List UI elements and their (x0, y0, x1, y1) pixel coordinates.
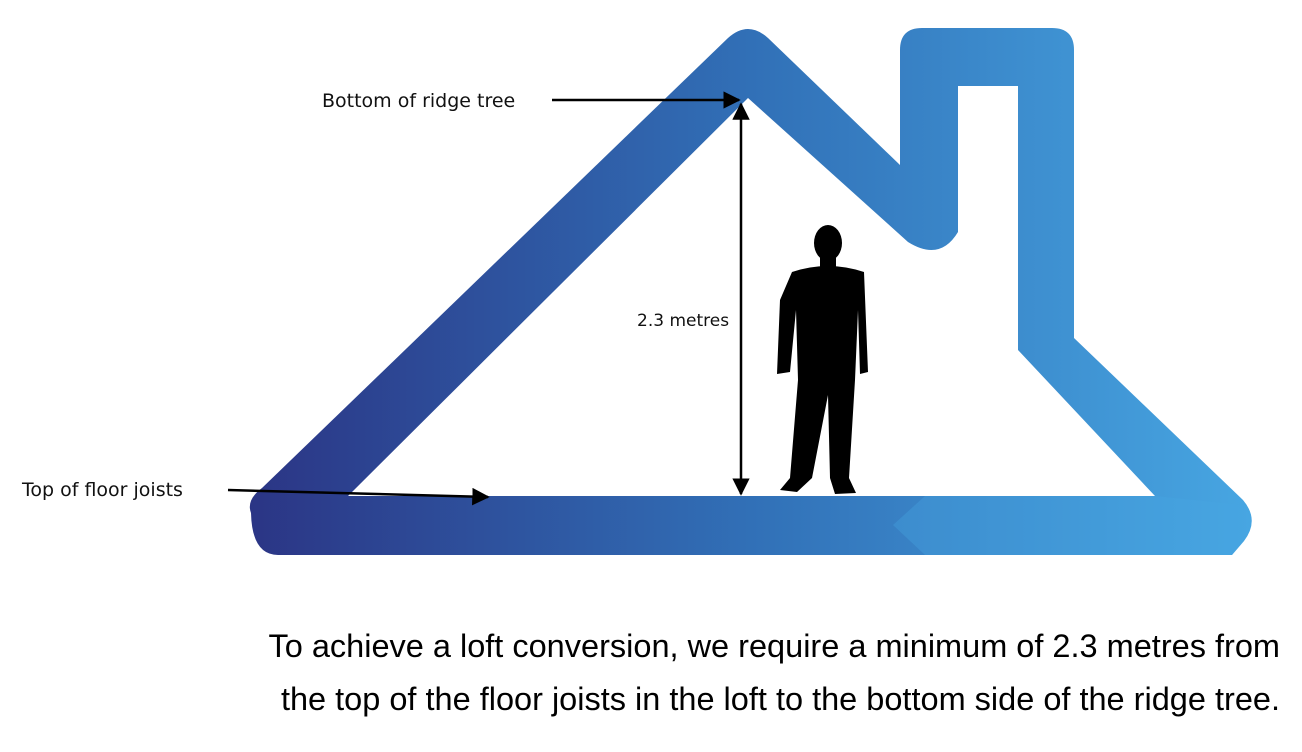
house-outline (249, 28, 1252, 555)
ridge-label: Bottom of ridge tree (322, 90, 515, 112)
caption-line-2: the top of the floor joists in the loft … (280, 681, 1280, 717)
joists-label: Top of floor joists (21, 479, 183, 501)
loft-diagram: Bottom of ridge tree Top of floor joists… (21, 28, 1252, 555)
caption-line-1: To achieve a loft conversion, we require… (268, 628, 1280, 664)
person-silhouette-icon (777, 225, 868, 494)
caption: To achieve a loft conversion, we require… (0, 620, 1302, 726)
joists-pointer-arrow (227, 487, 490, 506)
height-label: 2.3 metres (637, 311, 729, 331)
floor-chevron (893, 496, 1251, 555)
